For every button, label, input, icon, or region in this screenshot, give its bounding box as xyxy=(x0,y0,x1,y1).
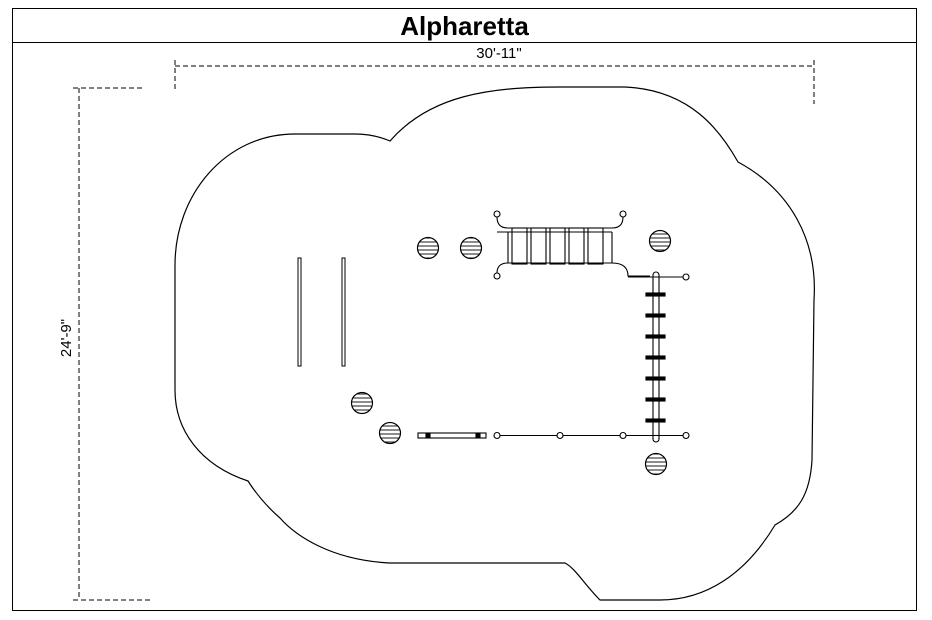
width-dimension-label: 30'-11" xyxy=(476,45,521,62)
horizontal-ladder xyxy=(493,210,650,280)
stepping-pods xyxy=(350,229,672,476)
safety-zone-outline xyxy=(174,86,815,601)
drawing-title: Alpharetta xyxy=(400,10,529,41)
drawing-frame: Alpharetta xyxy=(12,8,917,611)
vertical-ladder xyxy=(628,271,690,443)
balance-beam xyxy=(493,431,690,440)
width-dimension: 30'-11" xyxy=(174,45,815,104)
title-bar: Alpharetta xyxy=(13,9,916,43)
stepping-pod xyxy=(459,236,483,260)
depth-dimension: 24'-9" xyxy=(58,87,152,601)
stepping-pod xyxy=(648,229,672,253)
stepping-pod xyxy=(416,236,440,260)
stepping-pod xyxy=(378,421,402,445)
parallel-bars xyxy=(297,257,346,367)
balance-beam xyxy=(417,432,487,439)
stepping-pod xyxy=(350,391,374,415)
ladder-rungs xyxy=(645,292,666,423)
depth-dimension-label: 24'-9" xyxy=(58,319,75,357)
stepping-pod xyxy=(644,452,668,476)
balance-beams xyxy=(417,431,690,440)
